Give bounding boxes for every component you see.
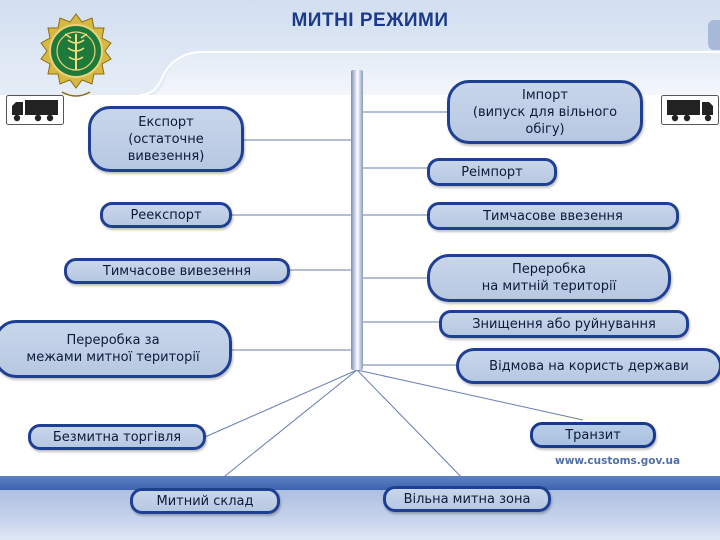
page-title: МИТНІ РЕЖИМИ	[291, 10, 449, 31]
central-pillar	[351, 70, 363, 370]
website-url: www.customs.gov.ua	[555, 455, 681, 467]
truck-icon	[6, 95, 64, 125]
box-destruction: Знищення або руйнування	[439, 310, 689, 338]
box-processing-outside: Переробка за межами митної території	[0, 320, 232, 378]
header-wave	[0, 0, 720, 96]
box-import: Імпорт (випуск для вільного обігу)	[447, 80, 643, 144]
truck-icon	[661, 95, 719, 125]
bottom-band-light	[0, 490, 720, 540]
customs-emblem-icon	[40, 13, 112, 97]
box-processing-inside: Переробка на митній території	[427, 254, 671, 302]
box-reimport: Реімпорт	[427, 158, 557, 186]
box-customs-warehouse: Митний склад	[130, 488, 280, 514]
box-free-customs-zone: Вільна митна зона	[383, 486, 551, 512]
box-reexport: Реекспорт	[100, 202, 232, 228]
box-abandonment: Відмова на користь держави	[456, 348, 720, 384]
box-export: Експорт (остаточне вивезення)	[88, 106, 244, 172]
box-temporary-import: Тимчасове ввезення	[427, 202, 679, 230]
box-duty-free: Безмитна торгівля	[28, 424, 206, 450]
bottom-band	[0, 476, 720, 490]
box-transit: Транзит	[530, 422, 656, 448]
edge-tab	[708, 20, 720, 50]
box-temporary-export: Тимчасове вивезення	[64, 258, 290, 284]
